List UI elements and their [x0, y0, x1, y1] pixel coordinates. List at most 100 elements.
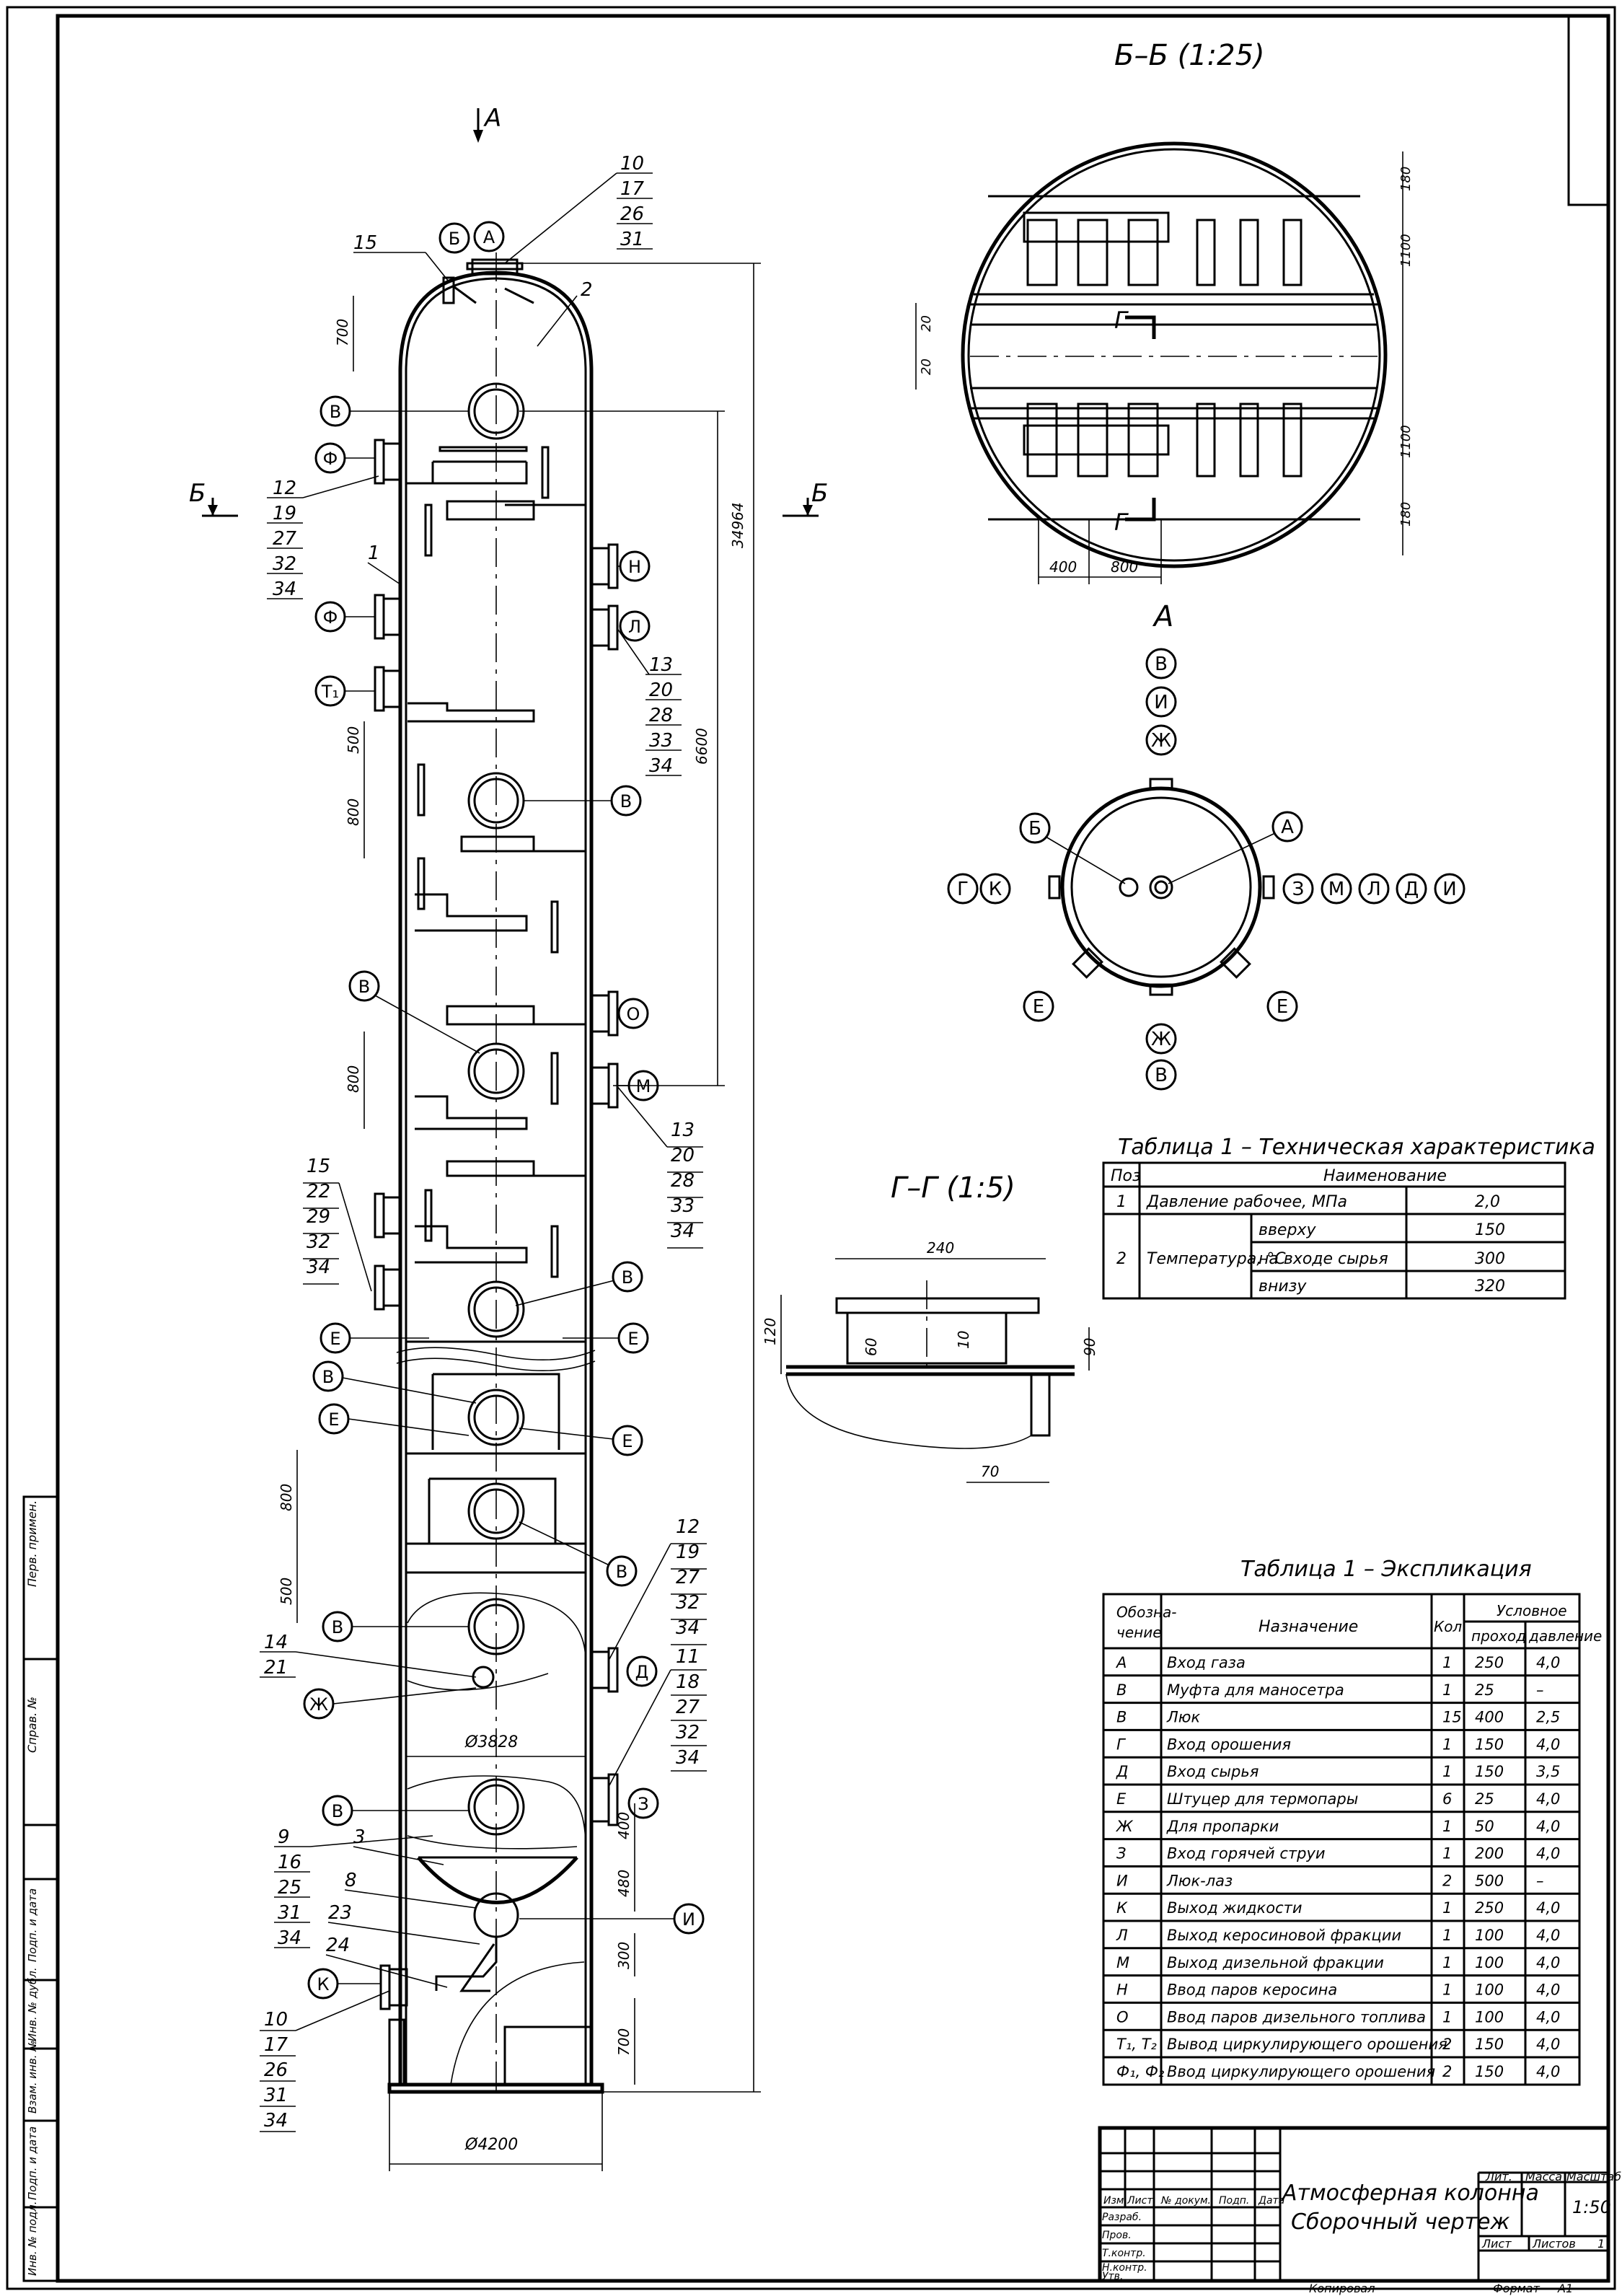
callout-13-a: 13: [649, 654, 673, 676]
expl-cell: –: [1536, 1681, 1544, 1699]
tb-list: Лист: [1127, 2195, 1153, 2207]
strip-reference: Справ. №: [25, 1697, 39, 1753]
tb-scale-value: 1:50: [1572, 2197, 1611, 2217]
expl-cell: 1: [1442, 1981, 1452, 1999]
expl-cell: 250: [1475, 1899, 1504, 1917]
tt-row2-sub: вверху: [1259, 1221, 1316, 1239]
gg-dim-240: 240: [927, 1239, 954, 1257]
dim-500-b: 500: [278, 1578, 295, 1605]
callout-34-a: 34: [649, 755, 673, 777]
expl-cell: 6: [1442, 1790, 1452, 1808]
tb-sheet: Лист: [1481, 2237, 1512, 2251]
callout-27-z: 27: [676, 1697, 700, 1718]
gg-dim-70: 70: [981, 1463, 999, 1480]
callout-25: 25: [278, 1877, 301, 1899]
gg-dim-10: 10: [955, 1331, 972, 1349]
expl-cell: 4,0: [1536, 1927, 1560, 1944]
callout-26: 26: [620, 203, 644, 225]
va-label-l: Л: [1367, 879, 1381, 900]
tb-role-check: Пров.: [1102, 2230, 1132, 2241]
te-header-purpose: Назначение: [1259, 1618, 1358, 1636]
bb-dim-20-a: 20: [919, 315, 934, 332]
expl-cell: 100: [1475, 1981, 1504, 1999]
callout-13-b: 13: [671, 1120, 695, 1141]
title-line-2: Сборочный чертеж: [1291, 2209, 1509, 2235]
dim-800-b: 800: [345, 1065, 362, 1093]
expl-cell: М: [1116, 1954, 1129, 1971]
te-header-code2: чение: [1116, 1624, 1162, 1641]
nozzles-right: [590, 543, 619, 1826]
va-label-d: Д: [1404, 879, 1419, 900]
tt-row2-value: 150: [1475, 1221, 1505, 1239]
strip-sign-date-1: Подп. и дата: [26, 1888, 39, 1962]
callout-18: 18: [676, 1671, 700, 1693]
tb-format: Формат: [1493, 2282, 1541, 2295]
callout-14: 14: [264, 1632, 288, 1653]
view-a-shell: [1060, 786, 1262, 988]
label-e-2: Е: [627, 1329, 638, 1349]
dim-300: 300: [615, 1942, 633, 1969]
tb-role-tech: Т.контр.: [1102, 2248, 1146, 2259]
te-header-passage: проход: [1471, 1627, 1526, 1645]
part-24: 24: [326, 1935, 350, 1956]
title-block: Атмосферная колонна Сборочный чертеж Изм…: [1098, 2126, 1621, 2295]
arrow-a-label: А: [483, 104, 501, 133]
nozzle-z: [590, 1777, 610, 1823]
expl-cell: Ф₁, Ф₂: [1116, 2063, 1165, 2080]
expl-cell: З: [1116, 1845, 1126, 1862]
va-label-e-right: Е: [1277, 996, 1288, 1018]
table-tech: Таблица 1 – Техническая характеристика П…: [1102, 1135, 1595, 1300]
expl-cell: Штуцер для термопары: [1167, 1790, 1358, 1808]
callout-19-d: 19: [676, 1541, 700, 1563]
expl-cell: 100: [1475, 1954, 1504, 1971]
expl-cell: Г: [1116, 1736, 1127, 1753]
letter-circles: Б А В Ф Н Ф Л Т₁ В В О М В Е Е: [303, 221, 705, 2000]
side-strip: Перв. примен. Справ. № Подп. и дата Инв.…: [22, 1495, 59, 2282]
callout-34-z: 34: [676, 1747, 700, 1769]
view-a: А В И Ж Б А Г К З М Л Д И Е Е Ж В: [947, 600, 1465, 1091]
callout-31: 31: [620, 229, 644, 250]
label-v-8: В: [332, 1801, 343, 1821]
label-z: З: [638, 1794, 648, 1814]
callout-22: 22: [307, 1181, 330, 1202]
expl-cell: 1: [1442, 1736, 1452, 1753]
tt-row3-sub: на входе сырья: [1259, 1250, 1388, 1268]
dim-800-a: 800: [345, 799, 362, 826]
expl-cell: 1: [1442, 1654, 1452, 1671]
callout-32-z: 32: [676, 1722, 700, 1743]
gg-dim-120: 120: [762, 1318, 779, 1345]
expl-cell: 2: [1442, 2036, 1452, 2053]
callout-m: 13 20 28 33 34: [616, 1085, 703, 1249]
callout-33-a: 33: [649, 730, 673, 752]
arrow-b-left-label: Б: [189, 479, 206, 508]
label-v-6: В: [616, 1562, 627, 1582]
bb-dim-1100-top: 1100: [1398, 234, 1414, 267]
dim-6600: 6600: [693, 728, 710, 765]
bb-dim-1100-bottom: 1100: [1398, 425, 1414, 458]
expl-cell: Муфта для маносетра: [1167, 1681, 1344, 1699]
corner-stamp: [1567, 14, 1610, 206]
expl-cell: К: [1116, 1899, 1128, 1917]
va-label-m: М: [1328, 879, 1344, 900]
callout-32-d: 32: [676, 1592, 700, 1614]
callout-bottom: 10 17 26 31 34: [260, 1990, 390, 2132]
label-e-1: Е: [330, 1329, 340, 1349]
callout-19: 19: [273, 503, 296, 524]
bb-dim-400: 400: [1049, 558, 1077, 576]
expl-cell: Выход дизельной фракции: [1167, 1954, 1384, 1971]
part-2: 2: [581, 279, 593, 301]
expl-cell: 4,0: [1536, 1845, 1560, 1862]
label-l: Л: [628, 617, 641, 637]
callout-l: 13 20 28 33 34: [616, 627, 682, 777]
callout-16: 16: [278, 1852, 301, 1873]
arrow-b-right-label: Б: [811, 479, 828, 508]
callout-34-bl: 34: [278, 1927, 301, 1949]
section-arrow-a: А: [473, 104, 501, 143]
va-label-a: А: [1281, 817, 1294, 838]
strip-replace-inv: Взам. инв. №: [26, 2040, 39, 2114]
expl-cell: Н: [1116, 1981, 1128, 1999]
expl-cell: Ж: [1115, 1818, 1134, 1835]
callout-20-a: 20: [649, 679, 673, 701]
callout-10: 10: [620, 153, 644, 175]
